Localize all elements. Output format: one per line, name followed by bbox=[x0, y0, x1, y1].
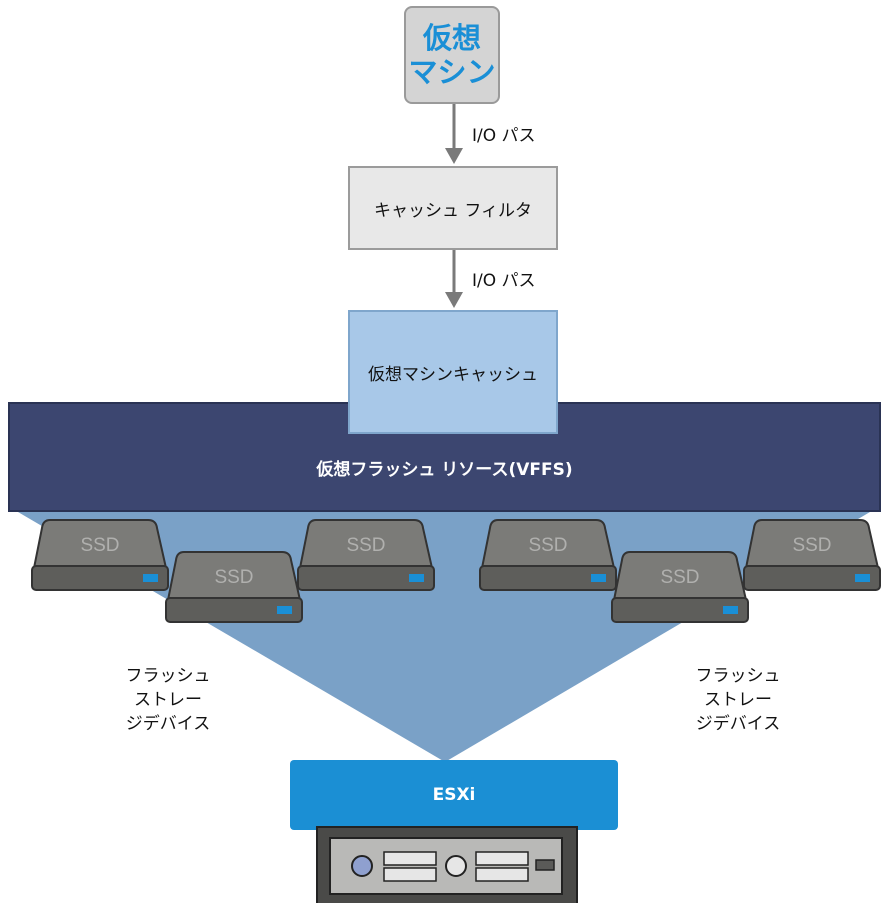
vm-label-line2: マシン bbox=[408, 55, 496, 89]
esxi-label: ESXi bbox=[432, 785, 476, 805]
ssd-led-icon bbox=[409, 574, 424, 582]
ssd-led-icon bbox=[855, 574, 870, 582]
cache-filter-box: キャッシュ フィルタ bbox=[348, 166, 558, 250]
io-path-label-1: I/O パス bbox=[472, 126, 536, 146]
ssd-label: SSD bbox=[660, 567, 699, 588]
ssd-label: SSD bbox=[528, 535, 567, 556]
flash-left-line1: フラッシュ bbox=[125, 666, 211, 686]
ssd-led-icon bbox=[723, 606, 738, 614]
flash-right-line1: フラッシュ bbox=[695, 666, 781, 686]
flash-left-line2: ストレー bbox=[134, 690, 202, 710]
virtual-machine-icon: 仮想 マシン bbox=[404, 6, 500, 104]
ssd-led-icon bbox=[591, 574, 606, 582]
ssd-label: SSD bbox=[80, 535, 119, 556]
vm-label-line1: 仮想 bbox=[422, 21, 481, 55]
flash-left-line3: ジデバイス bbox=[125, 714, 211, 734]
io-arrow-1 bbox=[445, 104, 463, 164]
ssd-drive: SSD bbox=[31, 519, 169, 591]
ssd-led-icon bbox=[143, 574, 158, 582]
flash-right-line2: ストレー bbox=[704, 690, 772, 710]
ssd-drive: SSD bbox=[743, 519, 881, 591]
vffs-bar: 仮想フラッシュ リソース(VFFS) bbox=[8, 402, 881, 512]
esxi-bar: ESXi bbox=[290, 760, 618, 830]
server-icon bbox=[316, 826, 578, 903]
flash-storage-right-label: フラッシュ ストレー ジデバイス bbox=[678, 664, 798, 736]
flash-right-line3: ジデバイス bbox=[695, 714, 781, 734]
io-arrow-2 bbox=[445, 250, 463, 308]
ssd-drive: SSD bbox=[479, 519, 617, 591]
vm-cache-box: 仮想マシンキャッシュ bbox=[348, 310, 558, 434]
vm-cache-label: 仮想マシンキャッシュ bbox=[368, 364, 538, 385]
ssd-drive: SSD bbox=[611, 551, 749, 623]
vffs-label: 仮想フラッシュ リソース(VFFS) bbox=[316, 459, 573, 480]
ssd-led-icon bbox=[277, 606, 292, 614]
io-path-label-2: I/O パス bbox=[472, 271, 536, 291]
ssd-label: SSD bbox=[346, 535, 385, 556]
ssd-drive: SSD bbox=[165, 551, 303, 623]
ssd-drive: SSD bbox=[297, 519, 435, 591]
flash-storage-left-label: フラッシュ ストレー ジデバイス bbox=[108, 664, 228, 736]
cache-filter-label: キャッシュ フィルタ bbox=[373, 200, 533, 221]
ssd-label: SSD bbox=[792, 535, 831, 556]
ssd-label: SSD bbox=[214, 567, 253, 588]
